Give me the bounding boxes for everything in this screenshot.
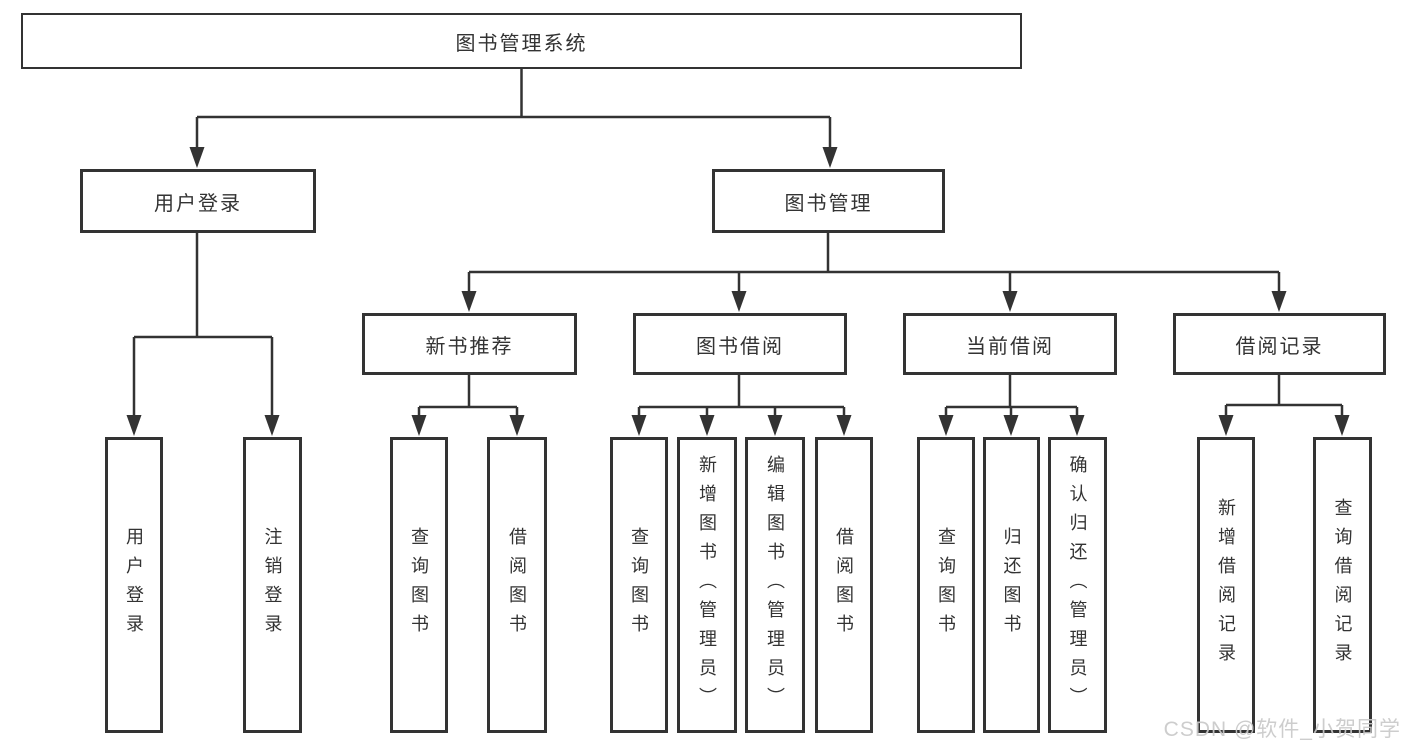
node-bb-edit-books-admin: 编辑图书（管理员） <box>745 437 805 733</box>
node-label: 查询图书 <box>936 527 956 643</box>
node-label: 确认归还（管理员） <box>1067 454 1088 716</box>
node-current-borrowing: 当前借阅 <box>903 313 1117 375</box>
node-borrowing-records: 借阅记录 <box>1173 313 1386 375</box>
node-cb-query-books: 查询图书 <box>917 437 975 733</box>
connector-new-book-branch <box>411 375 525 436</box>
node-label: 图书管理系统 <box>455 32 588 55</box>
node-logout: 注销登录 <box>243 437 302 733</box>
node-label: 查询图书 <box>629 527 649 643</box>
node-cb-confirm-return-admin: 确认归还（管理员） <box>1048 437 1107 733</box>
node-book-borrowing: 图书借阅 <box>633 313 847 375</box>
connector-book-borrowing-branch <box>631 375 852 436</box>
node-label: 新增借阅记录 <box>1216 498 1236 672</box>
node-cb-return-books: 归还图书 <box>983 437 1040 733</box>
connector-user-login-branch <box>126 233 280 436</box>
node-label: 归还图书 <box>1001 527 1022 643</box>
node-library-management-system: 图书管理系统 <box>21 13 1022 69</box>
connector-book-management-branch <box>461 233 1287 312</box>
node-user-login: 用户登录 <box>105 437 163 733</box>
node-label: 图书管理 <box>784 192 873 215</box>
node-label: 借阅图书 <box>834 527 854 643</box>
node-label: 新书推荐 <box>425 335 514 358</box>
node-nb-borrow-books: 借阅图书 <box>487 437 547 733</box>
node-label: 查询图书 <box>409 527 429 643</box>
node-label: 当前借阅 <box>966 335 1054 358</box>
node-bb-borrow-books: 借阅图书 <box>815 437 873 733</box>
connector-root-to-level2 <box>189 69 838 168</box>
connector-current-borrowing-branch <box>938 375 1085 436</box>
connector-borrowing-records-branch <box>1218 375 1350 436</box>
node-br-add-borrow-record: 新增借阅记录 <box>1197 437 1255 733</box>
node-label: 注销登录 <box>262 527 283 643</box>
node-br-query-borrow-record: 查询借阅记录 <box>1313 437 1372 733</box>
node-bb-query-books: 查询图书 <box>610 437 668 733</box>
node-book-management: 图书管理 <box>712 169 945 233</box>
node-label: 借阅记录 <box>1235 335 1324 358</box>
watermark: CSDN @软件_小贺同学 <box>1163 718 1401 741</box>
node-user-login-group: 用户登录 <box>80 169 316 233</box>
node-label: 编辑图书（管理员） <box>765 454 785 716</box>
node-label: 查询借阅记录 <box>1332 498 1353 672</box>
node-label: 用户登录 <box>124 527 144 643</box>
node-label: 图书借阅 <box>696 335 784 358</box>
node-label: 用户登录 <box>154 192 242 215</box>
node-label: 借阅图书 <box>507 527 527 643</box>
node-nb-query-books: 查询图书 <box>390 437 448 733</box>
node-new-book-recommendation: 新书推荐 <box>362 313 577 375</box>
node-label: 新增图书（管理员） <box>697 454 717 716</box>
node-bb-add-books-admin: 新增图书（管理员） <box>677 437 737 733</box>
